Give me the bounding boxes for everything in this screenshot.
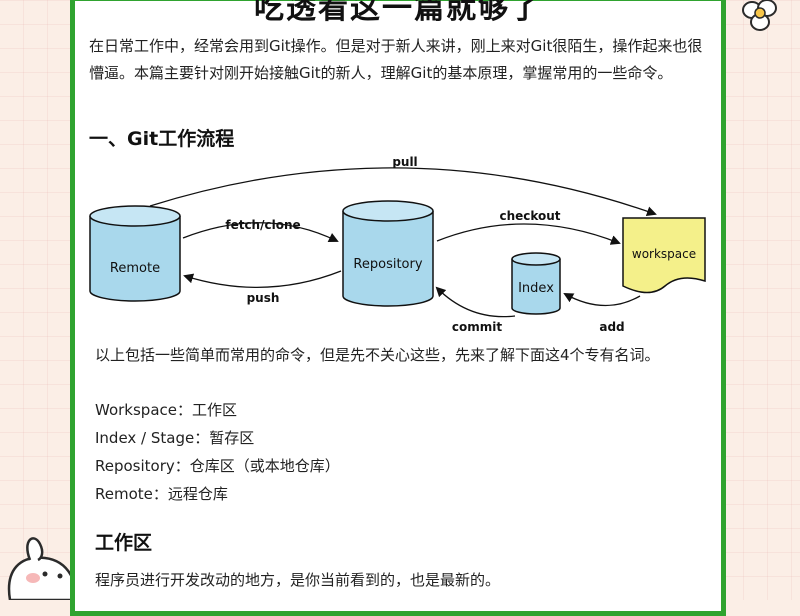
repository-node: Repository — [342, 200, 434, 307]
workspace-description: 程序员进行开发改动的地方，是你当前看到的，也是最新的。 — [95, 571, 501, 589]
commit-label: commit — [452, 320, 502, 334]
add-arrow — [563, 293, 641, 307]
index-node: Index — [511, 252, 561, 315]
term-index: Index / Stage：暂存区 — [95, 429, 255, 447]
fetch-clone-label: fetch/clone — [225, 218, 300, 232]
intro-paragraph: 在日常工作中，经常会用到Git操作。但是对于新人来讲，刚上来对Git很陌生，操作… — [89, 37, 703, 82]
workspace-label: workspace — [632, 247, 696, 261]
term-repository: Repository：仓库区（或本地仓库） — [95, 457, 340, 475]
pull-label: pull — [392, 155, 417, 169]
git-workflow-diagram: Remote Repository Index workspace pull f… — [89, 155, 706, 334]
flower-decoration-icon — [742, 0, 777, 31]
checkout-arrow — [436, 223, 621, 245]
term-workspace: Workspace：工作区 — [95, 401, 237, 419]
remote-node: Remote — [89, 205, 181, 302]
checkout-label: checkout — [499, 209, 560, 223]
repository-label: Repository — [353, 257, 422, 272]
terms-intro: 以上包括一些简单而常用的命令，但是先不关心这些，先来了解下面这4个专有名词。 — [95, 346, 660, 364]
content-card: 吃透看这一篇就够了 在日常工作中，经常会用到Git操作。但是对于新人来讲，刚上来… — [70, 0, 726, 616]
section-title-git-workflow: 一、Git工作流程 — [89, 128, 235, 150]
remote-label: Remote — [110, 261, 160, 276]
fetch-clone-arrow — [182, 222, 339, 243]
pull-arrow — [149, 167, 657, 217]
push-arrow — [183, 270, 342, 289]
commit-arrow — [435, 286, 516, 318]
index-label: Index — [518, 281, 554, 296]
bunny-decoration-icon — [7, 537, 77, 600]
page-title: 吃透看这一篇就够了 — [254, 0, 542, 26]
push-label: push — [247, 291, 280, 305]
section-title-workspace: 工作区 — [95, 532, 153, 554]
term-remote: Remote：远程仓库 — [95, 485, 228, 503]
workspace-node: workspace — [622, 217, 706, 294]
add-label: add — [599, 320, 624, 334]
